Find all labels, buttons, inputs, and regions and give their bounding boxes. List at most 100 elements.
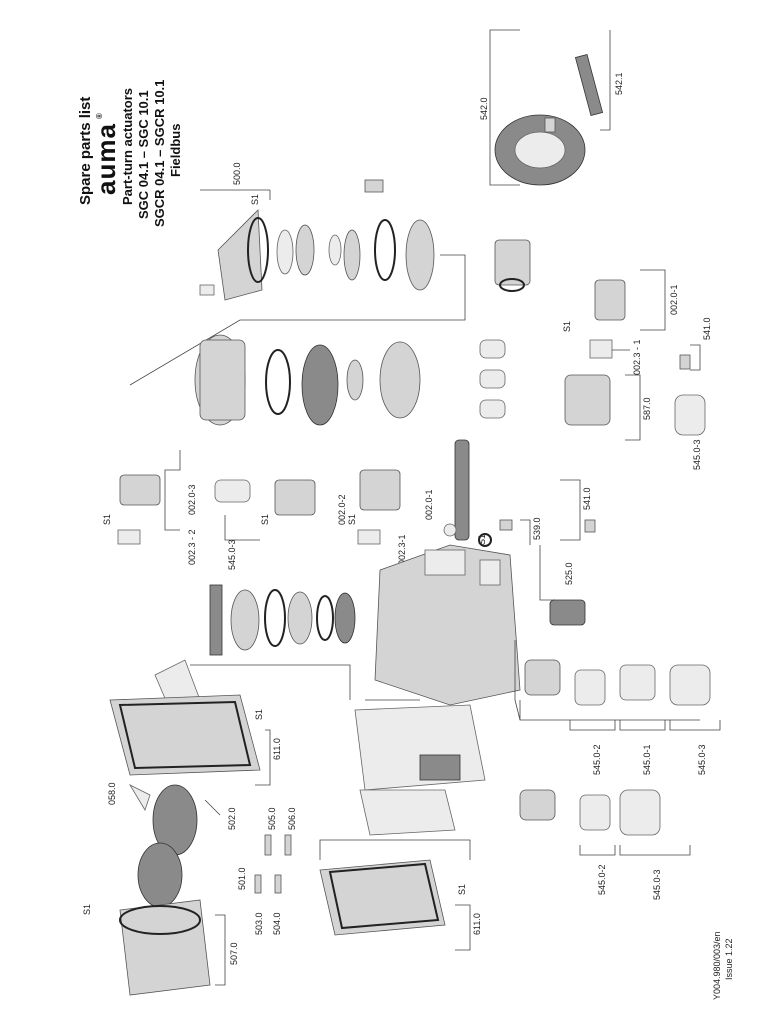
leader-542 [489,29,520,186]
gland-545-2-b [574,669,606,706]
cable-gland-group: 545.0-2 545.0-1 545.0-3 545.0-2 545.0-3 [514,640,721,900]
leader-545-1 [619,720,666,731]
label-s1-top: S1 [250,194,260,205]
title-block: Spare parts list auma ® Part-turn actuat… [77,80,183,227]
worm-shaft [454,439,470,541]
label-002-0-2: 002.0-2 [337,494,347,525]
leader-611-top [255,729,271,786]
label-s1-module-top: S1 [562,321,572,332]
module-housing-top [494,239,531,286]
o-ring-module-top [499,278,525,292]
gland-545-2-a [524,659,561,696]
label-s1-mid-2: S1 [260,514,270,525]
gland-545-1 [619,664,656,701]
leader-002-0-1-top [640,269,666,331]
label-541-top: 541.0 [702,317,712,340]
plug-002-0-3 [119,474,161,506]
leader-545-3-c [619,845,691,856]
worm-wheel [301,344,339,426]
retaining-ring [316,595,334,641]
leader-bracket-mid [164,450,181,531]
control-board-block [419,754,461,781]
pin-504 [274,874,282,894]
cover-611-bottom [319,859,446,936]
screw-541-mid [584,519,596,533]
housing-side-port [479,559,501,586]
document-number: Y004.980/003/en Issue 1.22 [712,931,734,1000]
label-058: 058.0 [107,782,117,805]
leader-507 [215,914,226,986]
bearing [287,591,313,645]
gland-545-3-b [669,664,711,706]
label-002-0-1-mid: 002.0-1 [424,489,434,520]
leader-587 [625,374,641,441]
output-shaft [209,584,223,656]
spring-2 [479,369,506,389]
screw-541-top [679,354,691,370]
label-002-0-3: 002.0-3 [187,484,197,515]
housing-top-port [424,549,466,576]
brand-registered-mark: ® [95,113,104,119]
label-s1-507: S1 [82,904,92,915]
leader-545-2-a [569,720,616,731]
plug-002-0-2 [274,479,316,516]
bearing-housing [379,341,421,419]
gear-501 [137,842,183,908]
pin-505 [264,834,272,856]
label-525: 525.0 [564,562,574,585]
bushing-525 [549,599,586,626]
spring-1 [479,339,506,359]
o-ring-s1-top [247,217,269,283]
label-545-2-b: 545.0-2 [597,864,607,895]
label-541-mid: 541.0 [582,487,592,510]
doc-issue: Issue 1.22 [724,938,734,980]
label-545-3-mid: 545.0-3 [227,539,237,570]
screw-539 [499,519,513,531]
title-sgc: SGC 04.1 – SGC 10.1 [136,90,151,219]
leader-542-1 [600,30,611,131]
leader-541-top [690,344,701,371]
leader-500 [200,189,271,200]
cover-611-top [109,694,261,776]
gland-545-2-d [579,794,611,831]
label-503: 503.0 [254,912,264,935]
spring-3 [479,399,506,419]
handwheel-shaft [574,53,604,117]
motor-body [199,339,246,421]
disc-3 [343,229,361,281]
leader-545-bracket [514,640,700,721]
gland-545-3-c [619,789,661,836]
gear-small [346,359,364,401]
pin-washer [328,234,342,266]
flange-bushing [230,589,260,651]
label-002-3-1-top: 002.3 - 1 [632,339,642,375]
label-002-3-1-mid: 002.3-1 [397,534,407,565]
label-501: 501.0 [237,867,247,890]
left-cover-group: S1 611.0 058.0 502.0 505.0 506.0 501.0 5… [82,659,351,996]
label-611-top: 611.0 [272,738,282,760]
board-002-3-1-mid [357,529,381,545]
leader-board-large [365,699,521,720]
leader-611-bottom [455,904,471,951]
label-002-0-1-top: 002.0-1 [669,284,679,315]
connector-587 [564,374,611,426]
label-545-3-c: 545.0-3 [652,869,662,900]
label-502: 502.0 [227,807,237,830]
label-539: 539.0 [532,517,542,540]
knob [364,179,384,193]
wire-058 [128,784,151,811]
label-542: 542.0 [479,97,489,120]
label-545-3-b: 545.0-3 [697,744,707,775]
leader-545-3-mid [224,515,260,541]
cover-plate [217,209,263,301]
title-fieldbus: Fieldbus [168,124,183,177]
cable-gland-545-3-top [674,394,706,436]
plug-002-0-1-top [594,279,626,321]
leader-board-small [319,839,471,860]
leader-525 [539,545,555,601]
leader-bracket [190,664,351,700]
gland-545-2-c [519,789,556,821]
shaft-bearing-row [209,584,356,656]
o-ring-mid [374,219,396,281]
